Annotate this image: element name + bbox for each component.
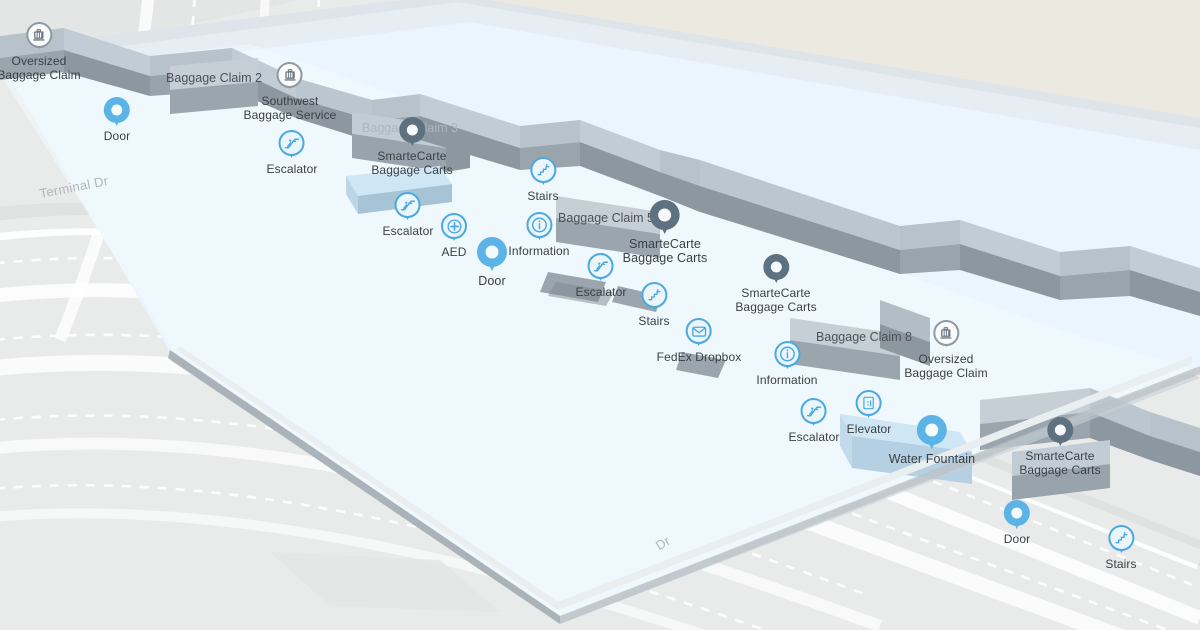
elevator-icon[interactable] xyxy=(855,390,882,423)
information-icon[interactable] xyxy=(773,341,800,374)
pin-bubble xyxy=(855,390,882,416)
pin-center-hole xyxy=(1054,424,1066,436)
poi-elevator[interactable]: Elevator xyxy=(847,390,892,437)
stairs-icon[interactable] xyxy=(1108,525,1134,558)
poi-label: Escalator xyxy=(266,162,318,176)
door-pin-icon[interactable] xyxy=(917,415,947,453)
aed-icon xyxy=(441,213,467,239)
poi-label: Information xyxy=(756,373,818,387)
poi-water-fountain[interactable]: Water Fountain xyxy=(889,415,975,467)
poi-aed[interactable]: AED xyxy=(441,213,467,260)
poi-smartecarte-baggage-carts-3[interactable]: SmarteCarte Baggage Carts xyxy=(735,254,817,314)
poi-label: SmarteCarte Baggage Carts xyxy=(371,149,453,177)
poi-label: Elevator xyxy=(846,422,892,436)
poi-smartecarte-baggage-carts-1[interactable]: SmarteCarte Baggage Carts xyxy=(371,117,453,177)
pin-center-hole xyxy=(770,261,782,273)
pin-bubble xyxy=(686,318,712,344)
stairs-icon xyxy=(641,282,667,308)
poi-fedex-dropbox[interactable]: FedEx Dropbox xyxy=(657,318,742,365)
smartecarte-pin-icon[interactable] xyxy=(398,117,425,150)
poi-label: SmarteCarte Baggage Carts xyxy=(1019,449,1101,477)
baggage-claim-icon xyxy=(933,320,959,346)
poi-oversized-baggage-claim-right[interactable]: Oversized Baggage Claim xyxy=(904,320,988,380)
baggage-claim-icon xyxy=(26,22,52,48)
door-pin-icon[interactable] xyxy=(1003,500,1030,533)
escalator-icon xyxy=(395,192,421,218)
baggage-claim-icon[interactable] xyxy=(932,320,959,353)
pin-center-hole xyxy=(485,245,499,259)
escalator-icon xyxy=(588,253,614,279)
escalator-icon xyxy=(801,398,827,424)
poi-stairs-2[interactable]: Stairs xyxy=(638,282,670,329)
door-pin-icon[interactable] xyxy=(477,237,507,275)
poi-escalator-4[interactable]: Escalator xyxy=(789,398,840,445)
poi-stairs-1[interactable]: Stairs xyxy=(527,157,559,204)
escalator-icon[interactable] xyxy=(278,130,305,163)
poi-label: Door xyxy=(103,129,131,143)
information-icon xyxy=(774,341,800,367)
poi-escalator-1[interactable]: Escalator xyxy=(267,130,318,177)
poi-door-center[interactable]: Door xyxy=(477,237,507,289)
poi-label: Water Fountain xyxy=(888,452,976,466)
poi-oversized-baggage-claim-left[interactable]: Oversized Baggage Claim xyxy=(0,22,81,82)
poi-smartecarte-baggage-carts-4[interactable]: SmarteCarte Baggage Carts xyxy=(1019,417,1101,477)
information-icon xyxy=(526,212,552,238)
pin-center-hole xyxy=(406,124,418,136)
poi-label: AED xyxy=(441,245,467,259)
pin-bubble xyxy=(277,62,303,88)
poi-escalator-3[interactable]: Escalator xyxy=(576,253,627,300)
stairs-icon[interactable] xyxy=(641,282,667,315)
baggage-claim-icon[interactable] xyxy=(277,62,303,95)
poi-label: Information xyxy=(508,244,570,258)
aed-icon[interactable] xyxy=(441,213,467,246)
poi-label: SmarteCarte Baggage Carts xyxy=(622,237,708,265)
pin-bubble xyxy=(394,192,421,218)
stairs-icon xyxy=(530,157,556,183)
baggage-claim-icon[interactable] xyxy=(25,22,52,55)
poi-label: Stairs xyxy=(527,189,559,203)
poi-stairs-3[interactable]: Stairs xyxy=(1105,525,1137,572)
poi-label: SmarteCarte Baggage Carts xyxy=(735,286,817,314)
pin-bubble xyxy=(587,253,614,279)
poi-label: Stairs xyxy=(1105,557,1137,571)
poi-escalator-2[interactable]: Escalator xyxy=(383,192,434,239)
pin-center-hole xyxy=(658,208,672,222)
poi-label: Oversized Baggage Claim xyxy=(904,352,988,380)
poi-label: FedEx Dropbox xyxy=(656,350,742,364)
poi-information-1[interactable]: Information xyxy=(508,212,569,259)
poi-information-2[interactable]: Information xyxy=(756,341,817,388)
escalator-icon[interactable] xyxy=(394,192,421,225)
poi-label: Stairs xyxy=(638,314,670,328)
pin-center-hole xyxy=(925,423,939,437)
smartecarte-pin-icon[interactable] xyxy=(1046,417,1073,450)
smartecarte-pin-icon[interactable] xyxy=(650,200,680,238)
poi-label: Southwest Baggage Service xyxy=(243,94,337,122)
information-icon[interactable] xyxy=(525,212,552,245)
door-pin-icon[interactable] xyxy=(103,97,130,130)
smartecarte-pin-icon[interactable] xyxy=(762,254,789,287)
poi-smartecarte-baggage-carts-2[interactable]: SmarteCarte Baggage Carts xyxy=(623,200,708,265)
poi-label: Escalator xyxy=(382,224,434,238)
pin-center-hole xyxy=(1011,507,1023,519)
escalator-icon xyxy=(279,130,305,156)
poi-label: Escalator xyxy=(788,430,840,444)
poi-door-left[interactable]: Door xyxy=(104,97,130,144)
baggage-claim-icon xyxy=(277,62,303,88)
poi-label: Escalator xyxy=(575,285,627,299)
stairs-icon[interactable] xyxy=(530,157,556,190)
elevator-icon xyxy=(856,390,882,416)
poi-southwest-baggage-service[interactable]: Southwest Baggage Service xyxy=(244,62,337,122)
stairs-icon xyxy=(1108,525,1134,551)
poi-label: Oversized Baggage Claim xyxy=(0,54,81,82)
poi-label: Door xyxy=(478,274,506,288)
escalator-icon[interactable] xyxy=(800,398,827,431)
escalator-icon[interactable] xyxy=(587,253,614,286)
envelope-icon[interactable] xyxy=(686,318,712,351)
pin-center-hole xyxy=(111,104,123,116)
poi-door-right[interactable]: Door xyxy=(1004,500,1030,547)
envelope-icon xyxy=(686,318,712,344)
poi-label: Door xyxy=(1003,532,1031,546)
